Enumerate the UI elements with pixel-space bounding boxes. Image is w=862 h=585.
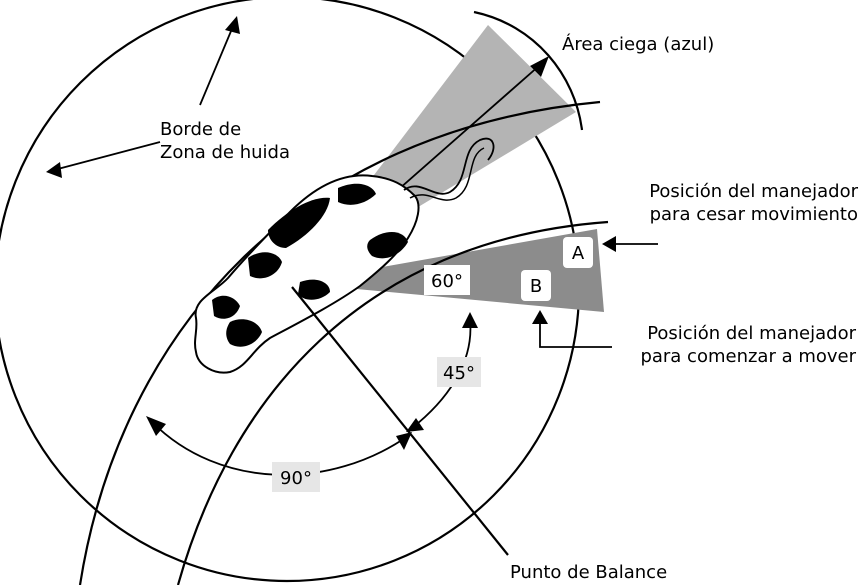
flight-zone-label-line2: Zona de huida	[160, 142, 290, 163]
position-a-label: A	[572, 243, 585, 264]
angle-60-label: 60°	[431, 271, 463, 292]
position-b-label: B	[530, 276, 542, 297]
start-position-label-line2: para comenzar a mover	[640, 346, 856, 367]
position-b-box	[521, 270, 551, 301]
angle-45-arrowhead-bottom	[406, 418, 424, 432]
start-position-arrow	[539, 318, 612, 348]
start-position-label-line1: Posición del manejador	[647, 323, 856, 344]
position-a-box	[563, 237, 593, 268]
angle-90-label: 90°	[280, 468, 312, 489]
stop-position-label-line1: Posición del manejador	[649, 181, 858, 202]
inner-curve	[176, 220, 609, 585]
cow-illustration	[194, 137, 495, 374]
flight-zone-arrow-left	[53, 141, 161, 171]
angle-90-arrowhead-right	[396, 432, 412, 450]
angle-90-arrowhead-left	[146, 416, 166, 436]
angle-45-arrowhead-top	[462, 312, 478, 328]
blind-area-bracket	[473, 10, 584, 131]
blind-area-label: Área ciega (azul)	[562, 33, 714, 55]
point-of-balance-label: Punto de Balance	[510, 562, 667, 583]
outer-curve	[78, 100, 601, 585]
flight-zone-label-line1: Borde de	[160, 119, 241, 140]
angle-45-box	[437, 357, 481, 387]
stop-position-label-line2: para cesar movimiento	[650, 204, 858, 225]
flight-zone-arrow-up	[199, 23, 235, 106]
blind-area-arrowhead	[530, 56, 549, 77]
angle-90-box	[272, 462, 320, 492]
angle-45-label: 45°	[443, 363, 475, 384]
stop-position-arrowhead	[602, 236, 616, 252]
start-position-arrowhead	[532, 310, 548, 324]
flight-zone-arrowhead-left	[46, 162, 62, 178]
point-of-balance-line	[291, 286, 509, 556]
flight-zone-arrowhead-up	[225, 16, 240, 34]
angle-60-box	[424, 265, 470, 295]
